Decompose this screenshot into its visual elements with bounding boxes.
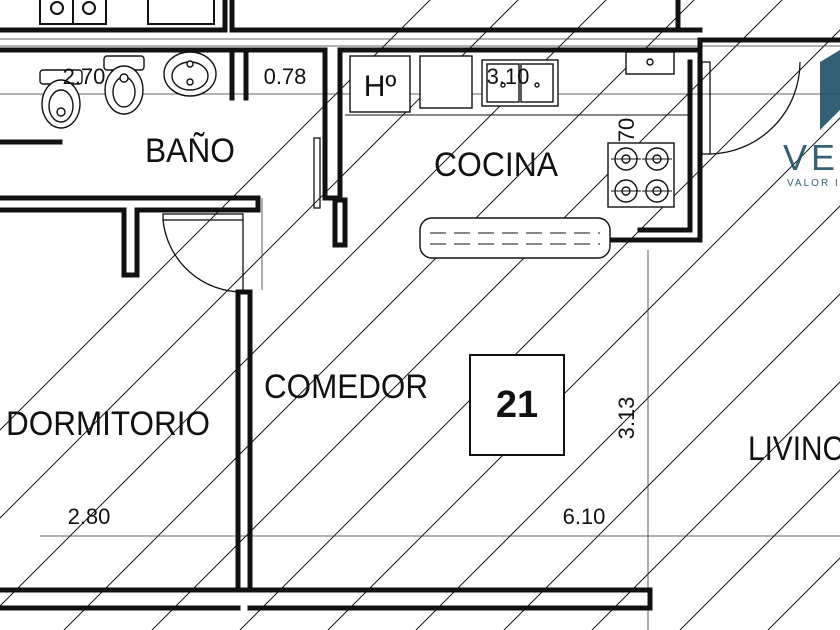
walls — [0, 0, 840, 611]
room-label-living: LIVINC — [748, 430, 840, 468]
unit-number-box: 21 — [469, 354, 565, 456]
upper-fixtures — [39, 0, 215, 25]
hatch-line — [679, 469, 840, 630]
kitchen-fixtures — [345, 51, 690, 259]
logo-shape-icon — [820, 50, 840, 130]
unit-number: 21 — [496, 384, 538, 426]
bath-fixtures — [39, 51, 217, 129]
hatch-line — [415, 205, 840, 630]
water-heater-label: Hº — [364, 70, 397, 103]
dimension-dining-depth: 3.13 — [614, 397, 639, 440]
hatch-line — [0, 0, 607, 607]
hatch-line — [0, 0, 519, 519]
dimension-kitchen-width: 3.10 — [487, 64, 530, 89]
room-label-cocina: COCINA — [434, 146, 558, 184]
labels: BAÑO COCINA COMEDOR DORMITORIO LIVINC Hº… — [6, 64, 840, 529]
hatch-line — [327, 117, 840, 630]
dimension-bath-width: 2.70 — [63, 64, 106, 89]
construction-lines — [0, 38, 840, 630]
hatch-line — [239, 29, 840, 630]
logo-tagline: VALOR I — [787, 178, 840, 189]
hatch-line — [503, 293, 840, 630]
room-label-comedor: COMEDOR — [264, 368, 428, 406]
dimension-bedroom-width: 2.80 — [68, 504, 111, 529]
logo-text: VE — [783, 137, 839, 178]
dimension-hall-width: 0.78 — [264, 64, 307, 89]
hatch-line — [63, 0, 695, 630]
hatch-line — [151, 0, 783, 630]
doors — [162, 61, 801, 293]
hatch-line — [0, 0, 431, 431]
brand-logo: VE VALOR I — [783, 50, 840, 189]
dimension-counter-depth: 70 — [614, 118, 639, 142]
room-label-dormitorio: DORMITORIO — [6, 405, 210, 443]
room-label-bano: BAÑO — [145, 132, 235, 170]
hatch-line — [591, 381, 840, 630]
dimension-dining-width: 6.10 — [563, 504, 606, 529]
